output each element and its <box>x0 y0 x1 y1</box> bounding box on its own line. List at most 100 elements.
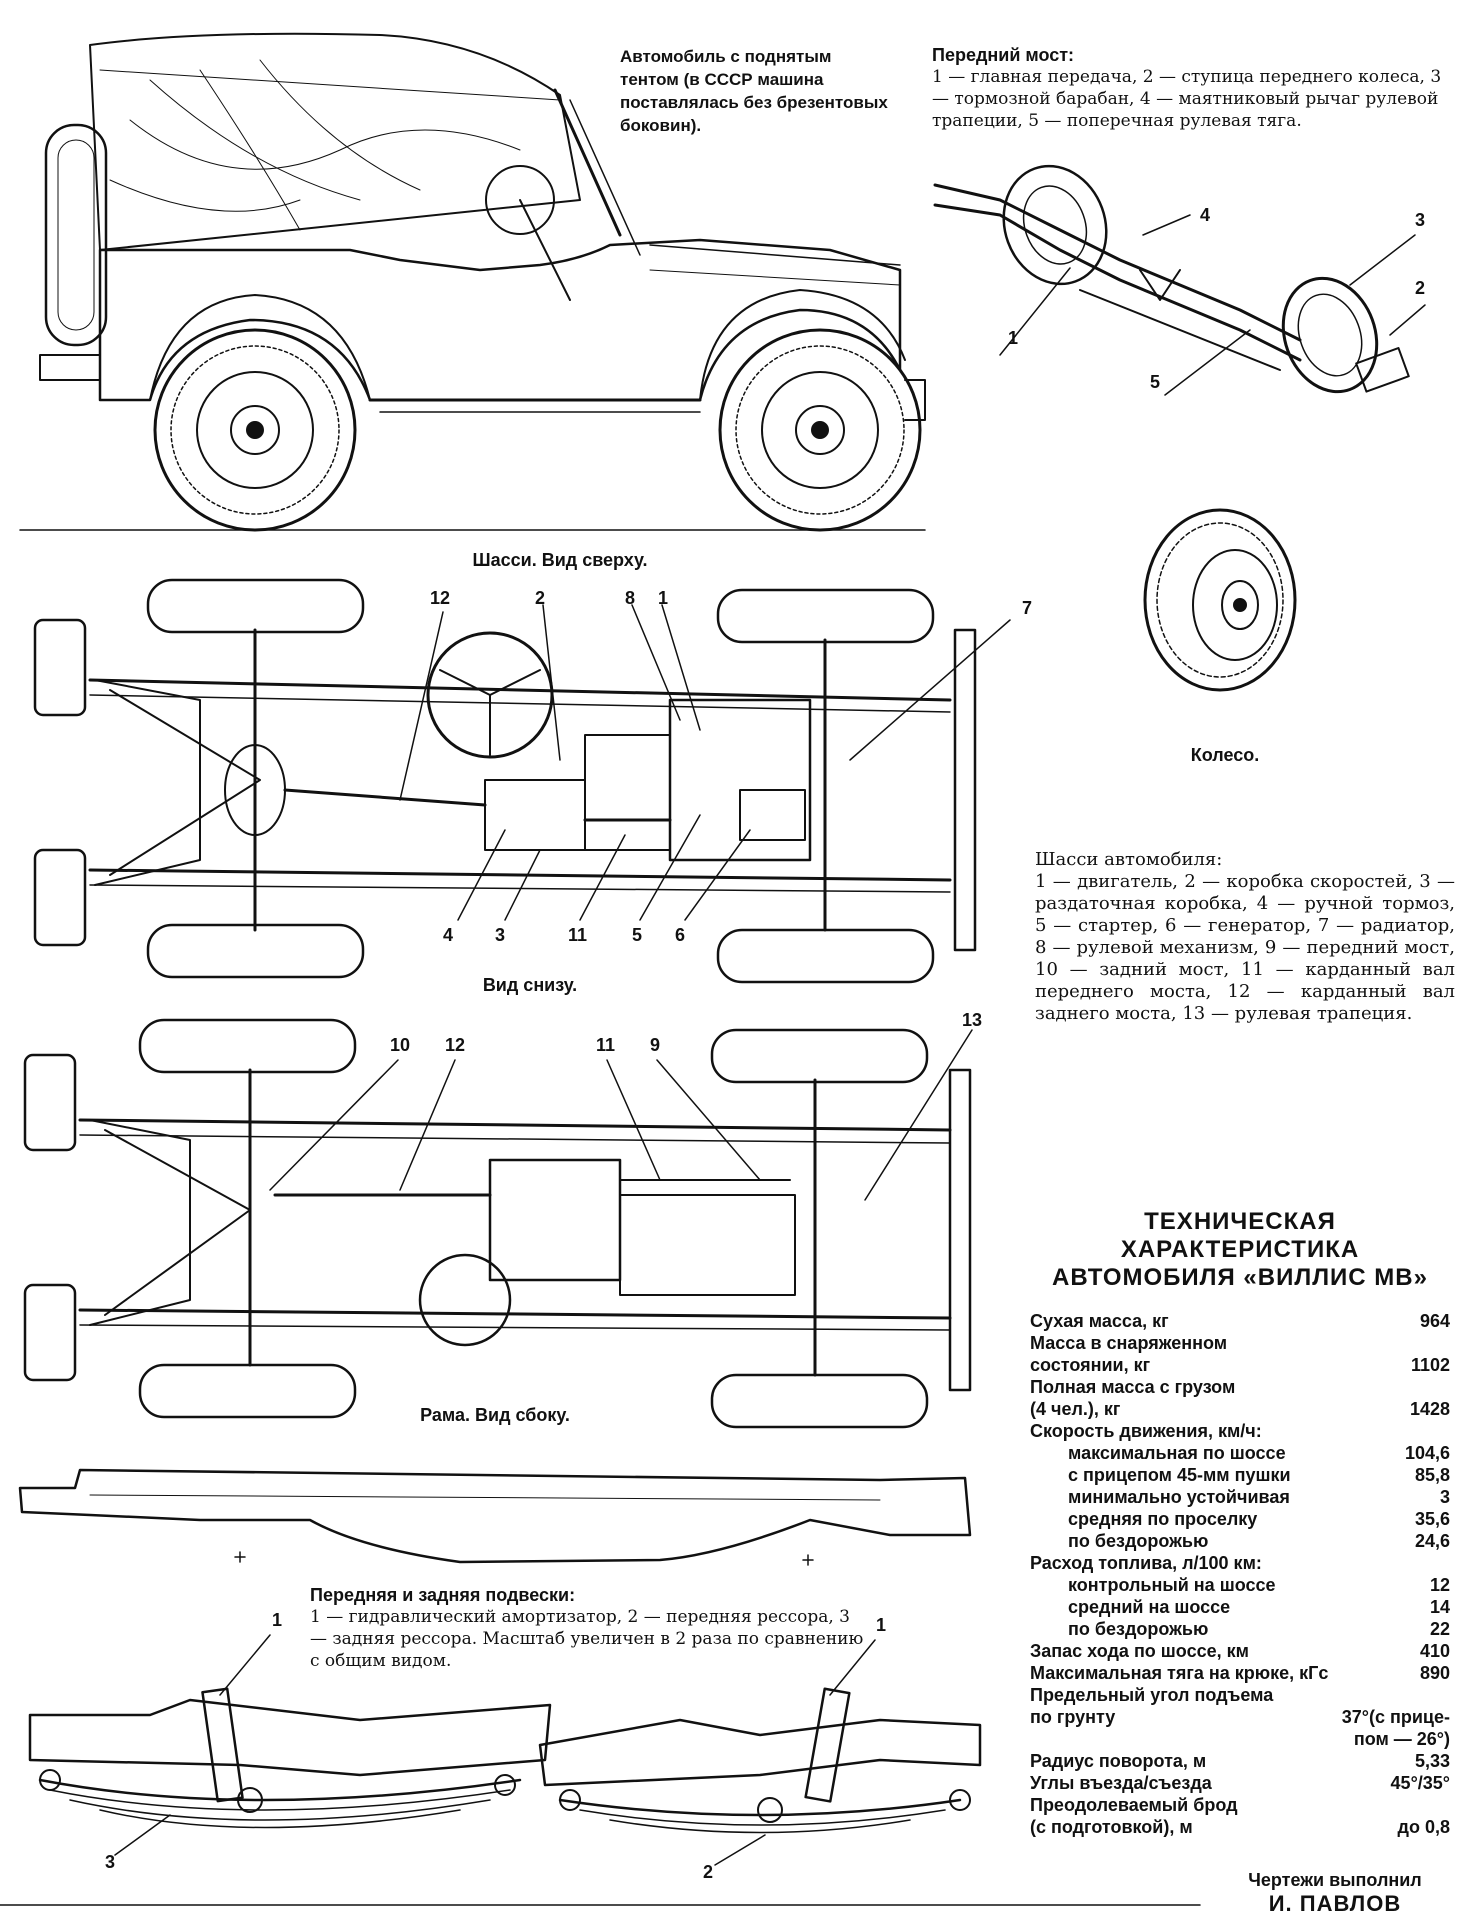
spec-value: 890 <box>1419 1663 1450 1683</box>
frame-callout: 11 <box>596 1035 616 1055</box>
suspension-caption-block: Передняя и задняя подвески: 1 — гидравли… <box>310 1585 870 1672</box>
suspension-callout: 1 <box>876 1615 887 1635</box>
spec-row: Масса в снаряженном <box>1030 1332 1450 1354</box>
spec-label: с прицепом 45-мм пушки <box>1068 1465 1291 1485</box>
chassis-legend-text: 1 — двигатель, 2 — коробка скоростей, 3 … <box>1035 871 1455 1024</box>
spec-value: пом — 26°) <box>1353 1729 1450 1749</box>
spec-value: 85,8 <box>1414 1465 1450 1485</box>
spec-label: Радиус поворота, м <box>1030 1751 1207 1771</box>
spec-label: Углы въезда/съезда <box>1030 1773 1212 1793</box>
spec-row: Предельный угол подъема <box>1030 1684 1450 1706</box>
axle-callout: 4 <box>1200 205 1211 225</box>
frame-callout: 13 <box>962 1010 983 1030</box>
spec-label: Масса в снаряженном <box>1030 1333 1228 1353</box>
spec-value: до 0,8 <box>1397 1817 1450 1837</box>
spec-label: средняя по проселку <box>1068 1509 1258 1529</box>
frame-callout: 12 <box>445 1035 466 1055</box>
spec-label: Максимальная тяга на крюке, кГс <box>1030 1663 1329 1683</box>
spec-label: (с подготовкой), м <box>1030 1817 1193 1837</box>
spec-row: с прицепом 45-мм пушки 85,8 <box>1030 1464 1450 1486</box>
chassis-top-caption: Шасси. Вид сверху. <box>472 550 648 570</box>
spec-row: Радиус поворота, м 5,33 <box>1030 1750 1450 1772</box>
spec-label: по грунту <box>1030 1707 1116 1727</box>
front-axle-drawing <box>935 152 1425 405</box>
spec-value: 14 <box>1429 1597 1450 1617</box>
spec-value: 1428 <box>1409 1399 1450 1419</box>
view-bottom-caption: Вид снизу. <box>482 975 578 995</box>
spec-row: Запас хода по шоссе, км 410 <box>1030 1640 1450 1662</box>
specs-block: ТЕХНИЧЕСКАЯ ХАРАКТЕРИСТИКА АВТОМОБИЛЯ «В… <box>1030 1208 1450 1838</box>
spec-value: 12 <box>1429 1575 1450 1595</box>
axle-callout: 5 <box>1150 372 1161 392</box>
chassis-callout: 3 <box>495 925 506 945</box>
spec-value: 410 <box>1419 1641 1450 1661</box>
spec-row: контрольный на шоссе 12 <box>1030 1574 1450 1596</box>
spec-label: по бездорожью <box>1068 1531 1209 1551</box>
spec-value: 45°/35° <box>1390 1773 1450 1793</box>
spec-row: Полная масса с грузом <box>1030 1376 1450 1398</box>
spec-label: минимально устойчивая <box>1068 1487 1290 1507</box>
spec-value: 5,33 <box>1414 1751 1450 1771</box>
chassis-callout: 12 <box>430 588 451 608</box>
spec-label: средний на шоссе <box>1068 1597 1231 1617</box>
spec-row: состоянии, кг 1102 <box>1030 1354 1450 1376</box>
credit-line2: И. ПАВЛОВ <box>1268 1891 1402 1916</box>
spec-label: по бездорожью <box>1068 1619 1209 1639</box>
spec-label: максимальная по шоссе <box>1068 1443 1286 1463</box>
spec-row: Углы въезда/съезда 45°/35° <box>1030 1772 1450 1794</box>
spec-row: максимальная по шоссе 104,6 <box>1030 1442 1450 1464</box>
spec-value: 1102 <box>1410 1355 1450 1375</box>
spec-row: средний на шоссе 14 <box>1030 1596 1450 1618</box>
chassis-callout: 2 <box>535 588 546 608</box>
wheel-drawing <box>1145 510 1295 690</box>
specs-title-line2: АВТОМОБИЛЯ «ВИЛЛИС МВ» <box>1052 1264 1428 1291</box>
spec-value: 24,6 <box>1414 1531 1450 1551</box>
spec-row: Расход топлива, л/100 км: <box>1030 1552 1450 1574</box>
rear-suspension-drawing <box>30 1635 550 1855</box>
front-suspension-drawing <box>540 1640 980 1865</box>
spec-label: Предельный угол подъема <box>1030 1685 1274 1705</box>
frame-side-drawing <box>25 1020 972 1427</box>
specs-title-line1: ТЕХНИЧЕСКАЯ ХАРАКТЕРИСТИКА <box>1120 1208 1360 1263</box>
front-axle-caption-block: Передний мост: 1 — главная передача, 2 —… <box>932 45 1447 132</box>
spec-row: по бездорожью 24,6 <box>1030 1530 1450 1552</box>
spec-label: Скорость движения, км/ч: <box>1030 1421 1262 1441</box>
spec-row: по бездорожью 22 <box>1030 1618 1450 1640</box>
spec-label: Запас хода по шоссе, км <box>1030 1641 1249 1661</box>
spec-value: 3 <box>1439 1487 1450 1507</box>
spec-value: 964 <box>1419 1311 1450 1331</box>
frame-side-caption: Рама. Вид сбоку. <box>420 1405 570 1425</box>
spec-row: (4 чел.), кг 1428 <box>1030 1398 1450 1420</box>
frame-callout: 10 <box>390 1035 411 1055</box>
spec-value: 104,6 <box>1404 1443 1450 1463</box>
chassis-callout: 4 <box>443 925 454 945</box>
credit-line1: Чертежи выполнил <box>1248 1870 1422 1890</box>
credit-block: Чертежи выполнил И. ПАВЛОВ <box>1220 1868 1450 1916</box>
spec-label: Расход топлива, л/100 км: <box>1030 1553 1262 1573</box>
suspension-caption-text: 1 — гидравлический амортизатор, 2 — пере… <box>310 1607 864 1671</box>
spec-label: контрольный на шоссе <box>1068 1575 1276 1595</box>
suspension-caption-title: Передняя и задняя подвески: <box>310 1585 576 1605</box>
axle-callout: 3 <box>1415 210 1426 230</box>
chassis-callout: 5 <box>632 925 643 945</box>
spec-label: (4 чел.), кг <box>1030 1399 1121 1419</box>
suspension-callout: 1 <box>272 1610 283 1630</box>
spec-row: пом — 26°) <box>1030 1728 1450 1750</box>
axle-callout: 2 <box>1415 278 1426 298</box>
spec-row: Скорость движения, км/ч: <box>1030 1420 1450 1442</box>
frame-profile-drawing <box>20 1470 970 1565</box>
chassis-callout: 8 <box>625 588 636 608</box>
chassis-bottom-drawing <box>35 580 1010 982</box>
spec-row: Максимальная тяга на крюке, кГс 890 <box>1030 1662 1450 1684</box>
front-axle-caption-text: 1 — главная передача, 2 — ступица передн… <box>932 67 1442 131</box>
spec-row: минимально устойчивая 3 <box>1030 1486 1450 1508</box>
wheel-caption: Колесо. <box>1190 745 1260 765</box>
jeep-side-drawing <box>20 34 925 530</box>
spec-value: 22 <box>1429 1619 1450 1639</box>
car-tent-caption: Автомобиль с поднятым тентом (в СССР маш… <box>620 47 888 135</box>
spec-label: состоянии, кг <box>1030 1355 1151 1375</box>
